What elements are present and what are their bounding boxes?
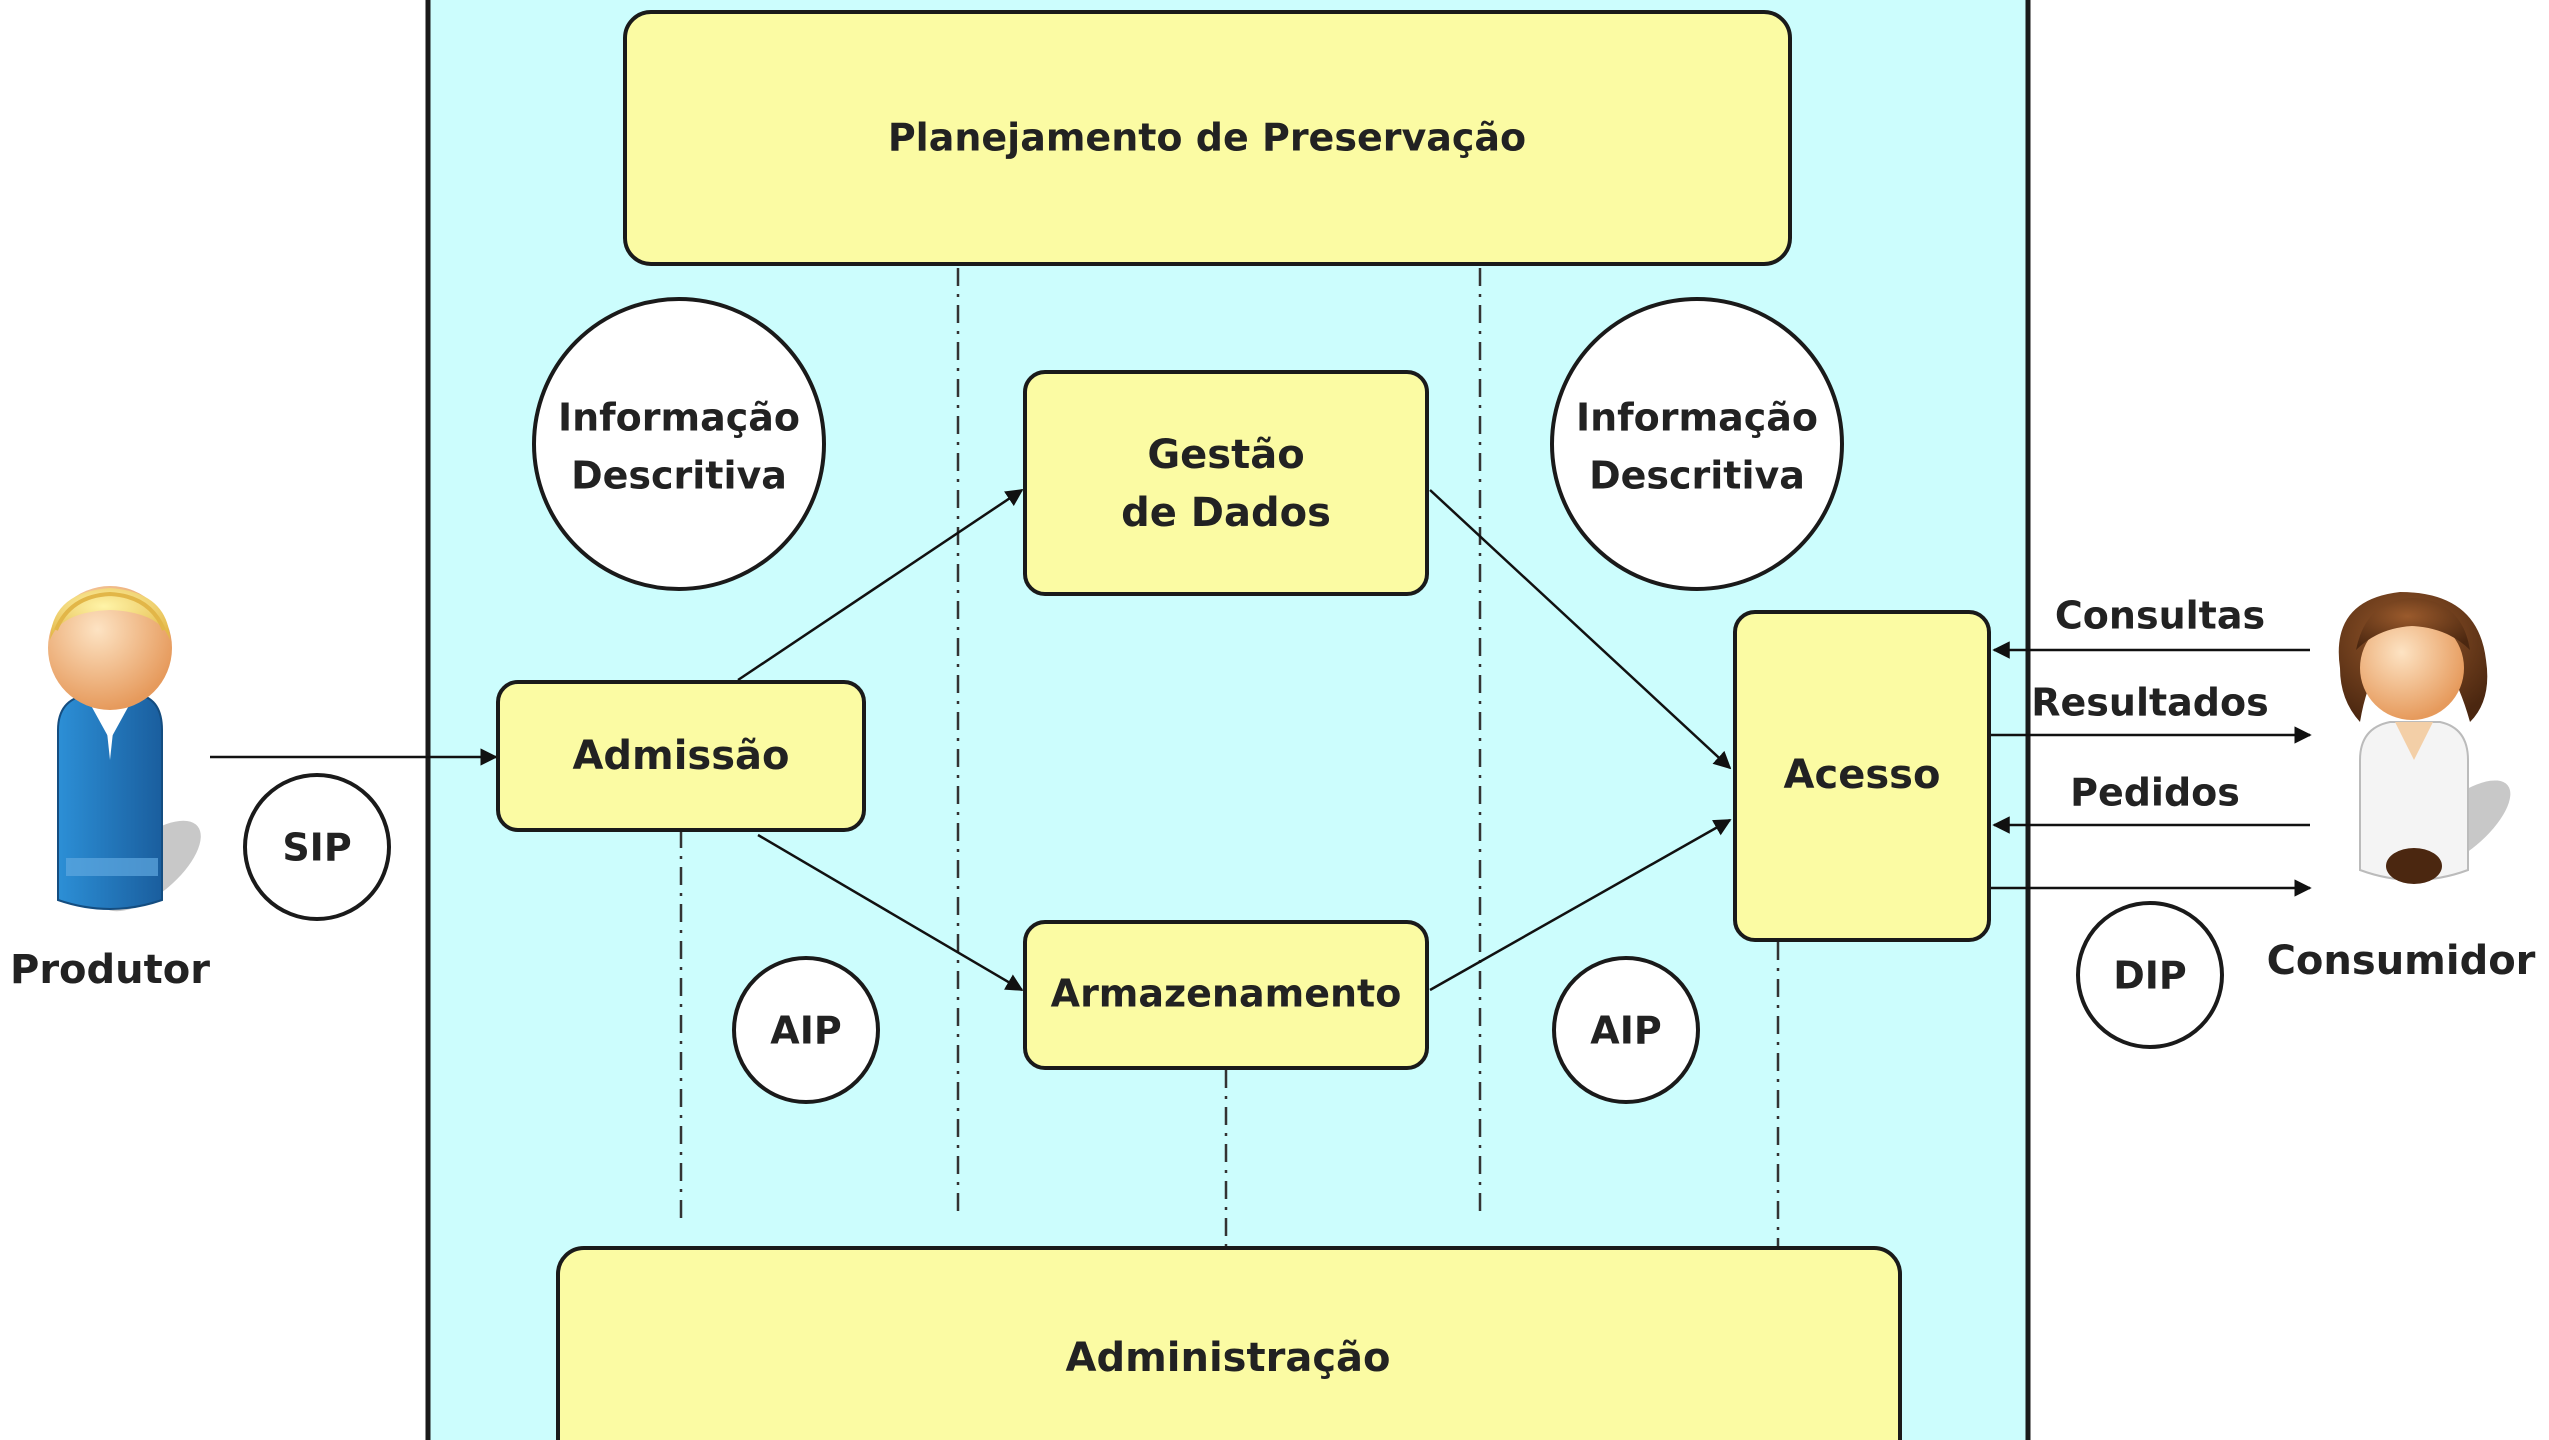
circle-info-left-line1: Informação [558, 396, 800, 440]
circle-dip: DIP [2076, 901, 2224, 1049]
box-acesso-label: Acesso [1784, 752, 1941, 798]
person-icon [2338, 592, 2511, 884]
arrow-armazenamento-acesso [1429, 818, 1732, 992]
circle-aip-right: AIP [1552, 956, 1700, 1104]
arrow-admissao-gestao [737, 488, 1024, 682]
circle-aip-left: AIP [732, 956, 880, 1104]
box-planejamento-label: Planejamento de Preservação [888, 116, 1526, 160]
circle-info-right-line1: Informação [1576, 396, 1818, 440]
flow-label-pedidos: Pedidos [2070, 771, 2240, 815]
flow-label-resultados: Resultados [2031, 681, 2268, 725]
circle-aip-left-label: AIP [770, 1009, 841, 1053]
external-flows [210, 641, 2312, 897]
circle-sip-label: SIP [282, 826, 351, 870]
box-gestao-dados: Gestão de Dados [1023, 370, 1429, 596]
box-acesso: Acesso [1733, 610, 1991, 942]
flow-label-consultas: Consultas [2055, 594, 2265, 638]
internal-flows [737, 488, 1732, 992]
box-gestao-label-line2: de Dados [1121, 490, 1331, 536]
box-administracao: Administração [556, 1246, 1902, 1440]
circle-info-right-line2: Descritiva [1589, 454, 1805, 498]
box-planejamento: Planejamento de Preservação [623, 10, 1792, 266]
circle-info-left: Informação Descritiva [532, 297, 826, 591]
box-admissao: Admissão [496, 680, 866, 832]
arrow-gestao-acesso [1429, 489, 1732, 770]
arrow-admissao-armazenamento [757, 833, 1024, 992]
dividers [679, 268, 1780, 1252]
circle-aip-right-label: AIP [1590, 1009, 1661, 1053]
box-armazenamento-label: Armazenamento [1051, 972, 1402, 1016]
actor-label-produtor: Produtor [10, 947, 210, 993]
box-admissao-label: Admissão [572, 733, 789, 779]
circle-sip: SIP [243, 773, 391, 921]
circle-dip-label: DIP [2113, 954, 2187, 998]
actor-label-consumidor: Consumidor [2267, 938, 2536, 984]
circle-info-right: Informação Descritiva [1550, 297, 1844, 591]
box-armazenamento: Armazenamento [1023, 920, 1429, 1070]
box-administracao-label: Administração [1066, 1335, 1391, 1381]
box-gestao-label-line1: Gestão [1147, 432, 1304, 478]
person-icon [48, 586, 201, 912]
circle-info-left-line2: Descritiva [571, 454, 787, 498]
